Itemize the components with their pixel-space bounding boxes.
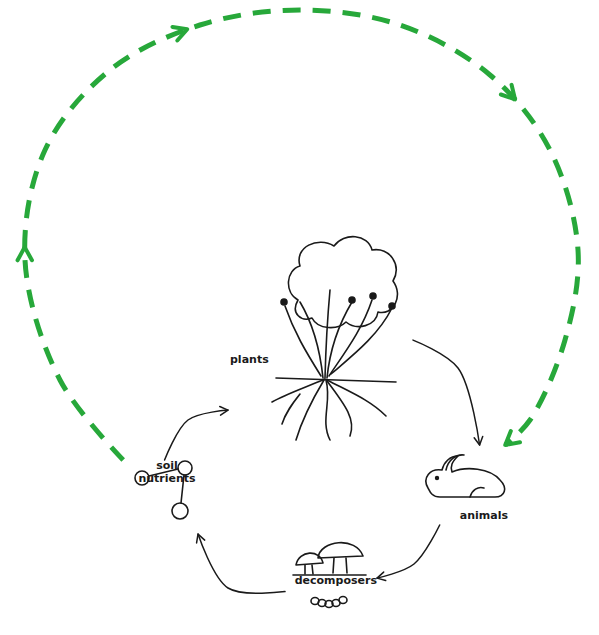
arrow-head: [197, 534, 205, 543]
stage-label: soil nutrients: [136, 460, 198, 485]
cycle-stage: plants: [228, 232, 413, 444]
tree-fruit: [370, 293, 376, 299]
rabbit-eye: [436, 477, 439, 480]
connector-line: [25, 10, 579, 460]
worm: [311, 597, 347, 608]
tree-branch: [285, 306, 321, 376]
cycle-stage: soil nutrients: [110, 460, 198, 538]
rabbit-ear: [446, 455, 464, 470]
stage-label: decomposers: [295, 575, 377, 588]
cycle-arrow: [197, 534, 285, 593]
arrow-head: [474, 437, 483, 445]
arrow-head: [220, 407, 228, 416]
tree-root: [282, 394, 300, 424]
connector-line: [198, 534, 285, 593]
tree-branch: [300, 302, 323, 378]
tree-branch: [331, 308, 392, 374]
tree-branch: [325, 290, 330, 378]
tree-fruit: [349, 297, 355, 303]
rabbit-leg: [470, 487, 484, 497]
connector-line: [165, 410, 228, 460]
rabbit: [426, 456, 505, 497]
arrow-head: [18, 247, 32, 260]
mushroom-stem: [305, 565, 313, 574]
ground-line: [276, 378, 396, 382]
arrow-head: [501, 85, 515, 100]
molecule-atom: [172, 503, 188, 519]
cycle-stage: animals: [415, 445, 510, 525]
mushroom-cap: [296, 553, 323, 565]
mushroom-cap: [318, 543, 363, 558]
mushroom-stem: [333, 558, 347, 573]
cycle-stage: decomposers: [285, 533, 377, 629]
tree-root: [326, 380, 330, 440]
tree-root: [327, 380, 386, 416]
tree-branch: [329, 300, 372, 376]
stage-label: plants: [230, 354, 269, 367]
cycle-arrow: [165, 407, 228, 460]
tree-root: [296, 380, 324, 440]
connector-line: [377, 525, 440, 578]
arrow-head: [172, 27, 187, 41]
cycle-arrow: [377, 525, 440, 580]
stage-label: animals: [460, 510, 508, 523]
tree-canopy: [288, 237, 397, 328]
connector-line: [413, 340, 480, 445]
tree-fruit: [281, 299, 287, 305]
arrow-head: [377, 572, 386, 580]
cycle-arrow: [413, 340, 483, 445]
cycle-arrow: [18, 10, 579, 460]
tree-root: [327, 381, 352, 436]
arrow-head: [505, 431, 520, 445]
tree-fruit: [389, 303, 395, 309]
